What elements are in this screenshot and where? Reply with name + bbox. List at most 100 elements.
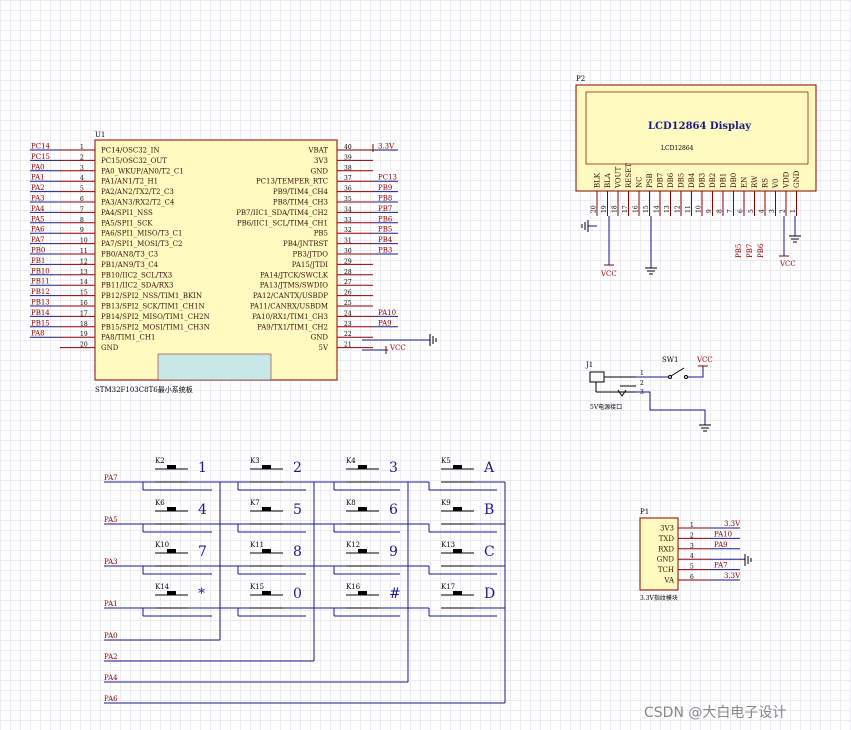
u1-pin-number: 32: [344, 227, 352, 234]
p1-net-label: 3.3V: [724, 572, 741, 580]
u1-pin-name: PC13/TEMPER_RTC: [256, 178, 328, 186]
j1-caption: 5V电源接口: [590, 403, 622, 411]
p2-pin-number: 17: [622, 205, 629, 213]
u1-pin-name: VBAT: [307, 147, 328, 155]
p2-blk-ground: [581, 220, 589, 232]
key-label: 5: [293, 502, 302, 518]
p2-pin-name: DB6: [667, 172, 675, 188]
p2-pin-name: BLA: [604, 172, 612, 188]
key-label: 0: [293, 586, 302, 602]
key-designator: K16: [346, 583, 361, 591]
u1-pin-name: PB7/IIC1_SDA/TIM4_CH2: [236, 209, 328, 217]
u1-pin-name: PA5/SPI1_SCK: [101, 219, 153, 227]
keypad-col-net: PA2: [104, 653, 118, 661]
p2-vcc1-label: VCC: [600, 270, 617, 278]
p1-net-label: PA10: [714, 530, 732, 538]
p2-pin-number: 15: [643, 205, 650, 213]
p2-pin-name: BLK: [594, 172, 602, 188]
u1-pin-number: 4: [80, 175, 84, 182]
u1-net-label: PA9: [378, 319, 392, 327]
power-vcc-label: VCC: [696, 356, 713, 364]
u1-designator: U1: [95, 131, 105, 139]
key-button: [358, 465, 367, 469]
p2-pin-number: 5: [748, 209, 755, 213]
u1-pin-name: PB3/JTDO: [293, 251, 329, 259]
u1-net-label: PA7: [31, 236, 45, 244]
p2-pin-number: 1: [790, 209, 797, 213]
sw1-designator: SW1: [662, 356, 678, 364]
key-designator: K14: [155, 583, 170, 591]
key-label: 9: [389, 544, 398, 560]
p1-pin-number: 5: [690, 564, 694, 571]
u1-caption: STM32F103C8T6最小系统板: [95, 385, 193, 394]
key-label: 1: [198, 460, 207, 476]
key-designator: K17: [441, 583, 455, 591]
u1-net-label: 3.3V: [378, 143, 395, 151]
key-label: C: [484, 544, 495, 560]
p2-pin-number: 3: [769, 209, 776, 213]
u1-net-label: PA8: [31, 330, 45, 338]
p2-pin-name: DB3: [699, 173, 707, 188]
u1-pin-number: 9: [80, 227, 84, 234]
keypad-col-net: PA0: [104, 632, 118, 640]
p2-pin-name: DB5: [678, 173, 686, 188]
u1-pin-name: PA13/JTMS/SWDIO: [260, 282, 329, 290]
sw1-to-vcc-wire: [688, 366, 704, 378]
key-button: [262, 591, 271, 595]
keypad-key: K14*: [142, 583, 220, 617]
key-label: 7: [198, 544, 207, 560]
key-label: 2: [293, 460, 302, 476]
p2-pin-name: RS: [762, 178, 770, 188]
p1-pin-name: TXD: [659, 535, 675, 543]
key-designator: K12: [346, 541, 360, 549]
dc-jack-symbol: [589, 371, 636, 397]
p2-gnd-ground: [789, 235, 801, 243]
key-label: 8: [293, 544, 302, 560]
p2-pin-name: EN: [741, 177, 749, 188]
key-designator: K15: [250, 583, 264, 591]
u1-pin-name: PA1/AN1/T2_H1: [101, 178, 158, 186]
p2-pins: BLK20BLA19VOUT18RESET17NC16PSB15DB714DB6…: [591, 163, 801, 216]
u1-pin-name: PA3/AN3/RX2/T2_C4: [101, 199, 175, 207]
p1-net-label: PA9: [714, 541, 728, 549]
p2-pin-name: DB0: [730, 173, 738, 188]
key-button: [358, 591, 367, 595]
keypad-row-net: PA7: [104, 474, 118, 482]
keypad-key: K16#: [333, 583, 408, 617]
u1-net-label: PB15: [31, 319, 50, 327]
u1-net-label: PB12: [31, 288, 50, 296]
u1-net-label: PA1: [31, 174, 45, 182]
u1-pin-name: PB12/SPI2_NSS/TIM1_BKIN: [101, 292, 202, 300]
u1-net-label: PB14: [31, 309, 50, 317]
key-designator: K10: [155, 541, 169, 549]
u1-pin-name: PB15/SPI2_MOSI/TIM1_CH3N: [101, 323, 210, 331]
u1-pin-number: 39: [344, 154, 352, 161]
power-input-section: J1 SW1 VCC 1 2 3 5V电源接口: [585, 356, 713, 432]
u1-net-label: PB13: [31, 299, 50, 307]
u1-net-label: PA3: [31, 195, 45, 203]
p2-body: [575, 84, 817, 192]
key-designator: K9: [441, 499, 451, 507]
p2-screen-frame: [585, 91, 809, 165]
p1-designator: P1: [640, 508, 649, 516]
u1-pin-name: PB14/SPI2_MISO/TIM1_CH2N: [101, 313, 210, 321]
u1-net-label: PB9: [378, 184, 392, 192]
key-button: [262, 549, 271, 553]
p2-pin-name: RESET: [625, 163, 633, 188]
key-designator: K11: [250, 541, 264, 549]
p2-pin-number: 14: [654, 205, 661, 213]
u1-net-label: PB7: [378, 205, 392, 213]
u1-pin-number: 5: [80, 186, 84, 193]
key-button: [358, 549, 367, 553]
u1-net-label: PA5: [31, 215, 45, 223]
p2-pb7-label: PB7: [746, 244, 754, 258]
p2-pin-number: 10: [696, 205, 703, 213]
p2-pin-number: 20: [591, 205, 598, 213]
u1-pin-name: PB13/SPI2_SCK/TIM1_CH1N: [101, 303, 205, 311]
